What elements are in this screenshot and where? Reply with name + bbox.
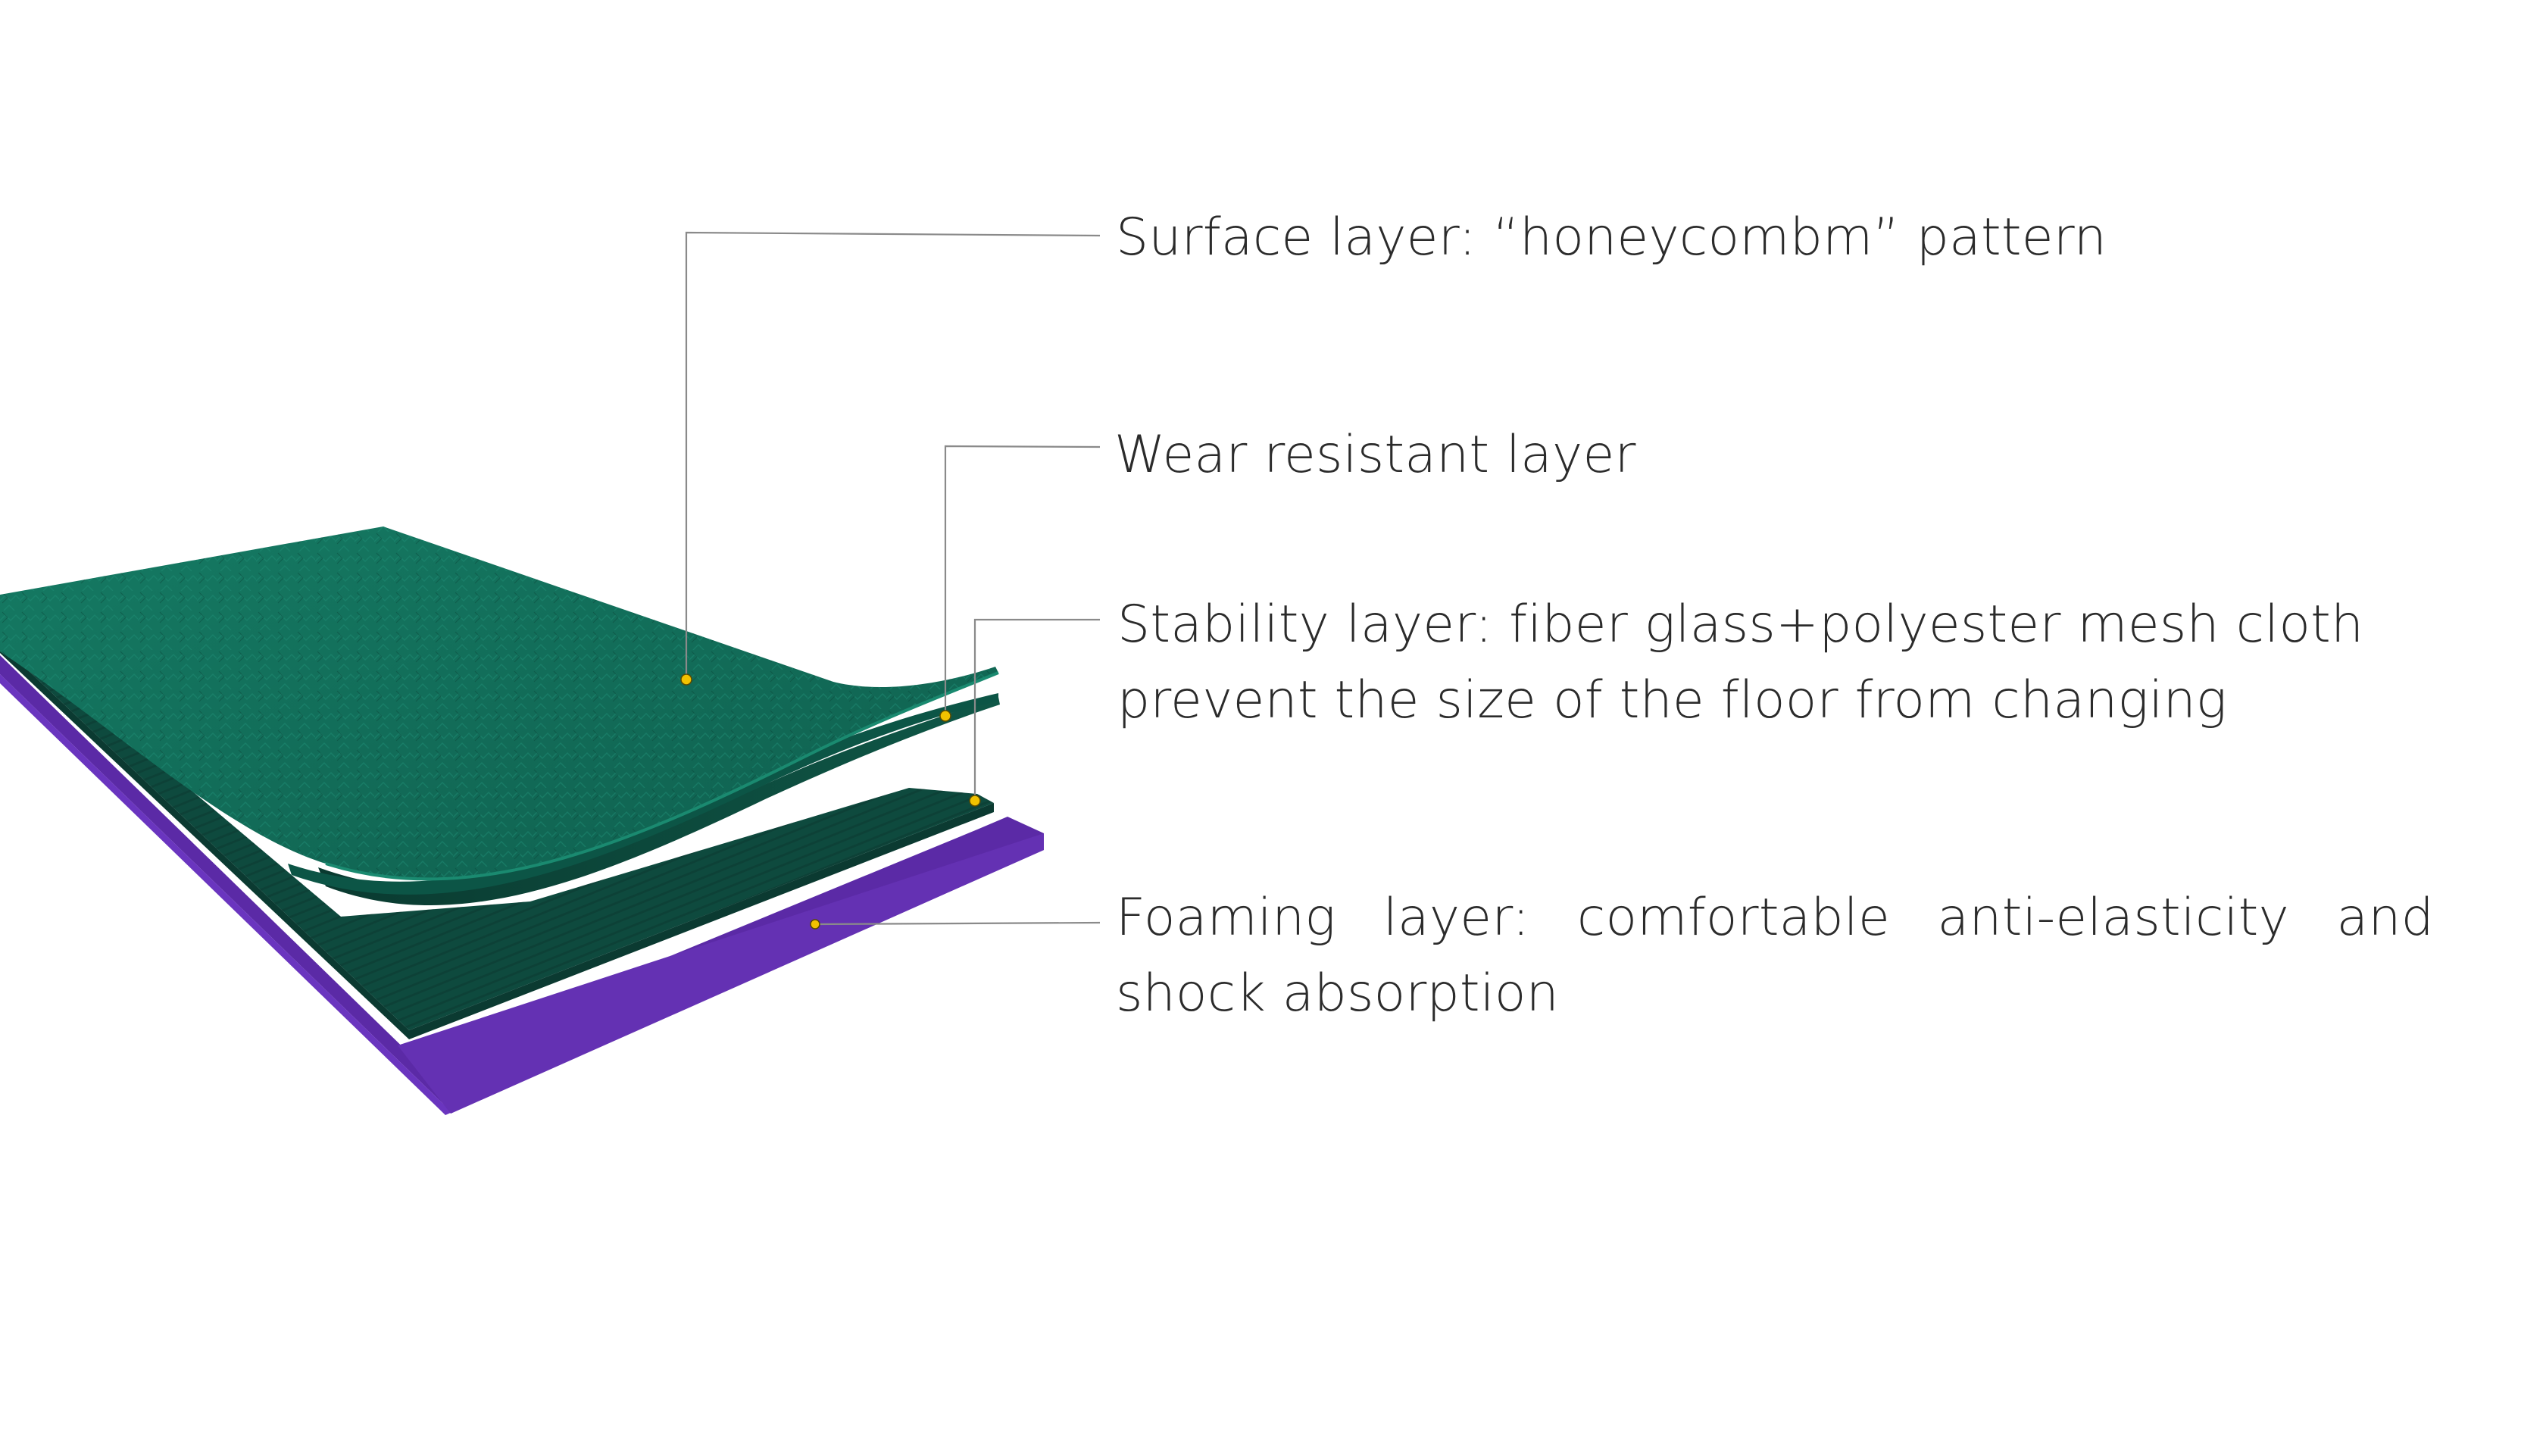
foam-layer-shape	[0, 655, 1044, 1115]
foam-layer-right-face	[398, 833, 1044, 1114]
stability-layer-mesh	[0, 629, 994, 1030]
surface-marker-dot	[680, 673, 692, 686]
surface-leader-line	[685, 231, 1101, 680]
stability-marker-dot	[969, 795, 981, 807]
wear-layer-label: Wear resistant layer	[1114, 425, 1636, 485]
foaming-marker-dot	[810, 919, 820, 930]
stability-layer-label: Stability layer: fiber glass+polyester m…	[1117, 595, 2364, 730]
foaming-layer-label: Foaming layer: comfortable anti-elastici…	[1116, 888, 2434, 1023]
surface-layer-shape	[0, 526, 1000, 906]
surface-layer-edge	[325, 671, 999, 881]
wear-layer-curl	[288, 693, 998, 895]
surface-layer-texture	[0, 526, 998, 880]
wear-marker-dot	[939, 710, 951, 722]
marker-dots	[680, 673, 981, 930]
wear-leader-line	[944, 445, 1101, 716]
stability-leader-line	[973, 618, 1100, 801]
stability-layer-shape	[0, 629, 994, 1039]
surface-layer-label: Surface layer: “honeycombm” pattern	[1116, 208, 2107, 267]
foaming-leader-line	[814, 921, 1101, 926]
leader-lines	[685, 231, 1101, 926]
